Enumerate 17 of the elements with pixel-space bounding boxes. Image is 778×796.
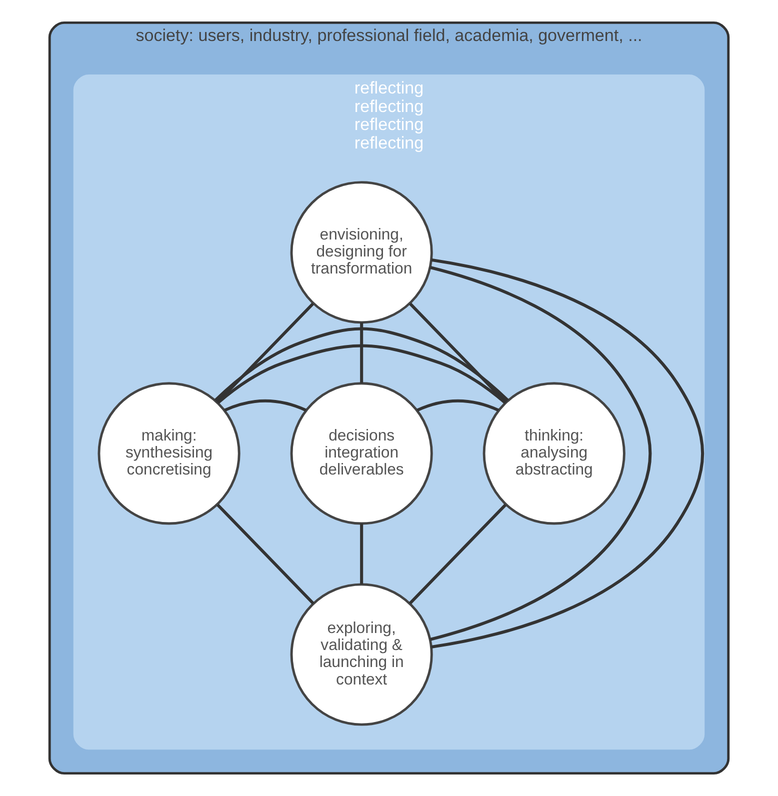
node-circle: envisioning, designing for transformation xyxy=(290,181,433,324)
connector xyxy=(416,399,500,412)
connector xyxy=(214,327,509,402)
connector xyxy=(224,399,307,412)
node-circle: making: synthesising concretising xyxy=(98,382,240,525)
connector xyxy=(430,266,652,641)
node-circle: decisions integration deliverables xyxy=(290,382,433,525)
node-circle: thinking: analysing abstracting xyxy=(482,382,626,525)
connector xyxy=(360,524,364,584)
connector xyxy=(216,302,314,404)
node-circle: exploring, validating & launching in context xyxy=(290,583,433,726)
connector xyxy=(360,322,364,384)
connector xyxy=(409,302,507,404)
connector xyxy=(408,504,507,605)
connector xyxy=(216,344,506,404)
connector xyxy=(431,258,704,648)
connector xyxy=(216,504,314,605)
